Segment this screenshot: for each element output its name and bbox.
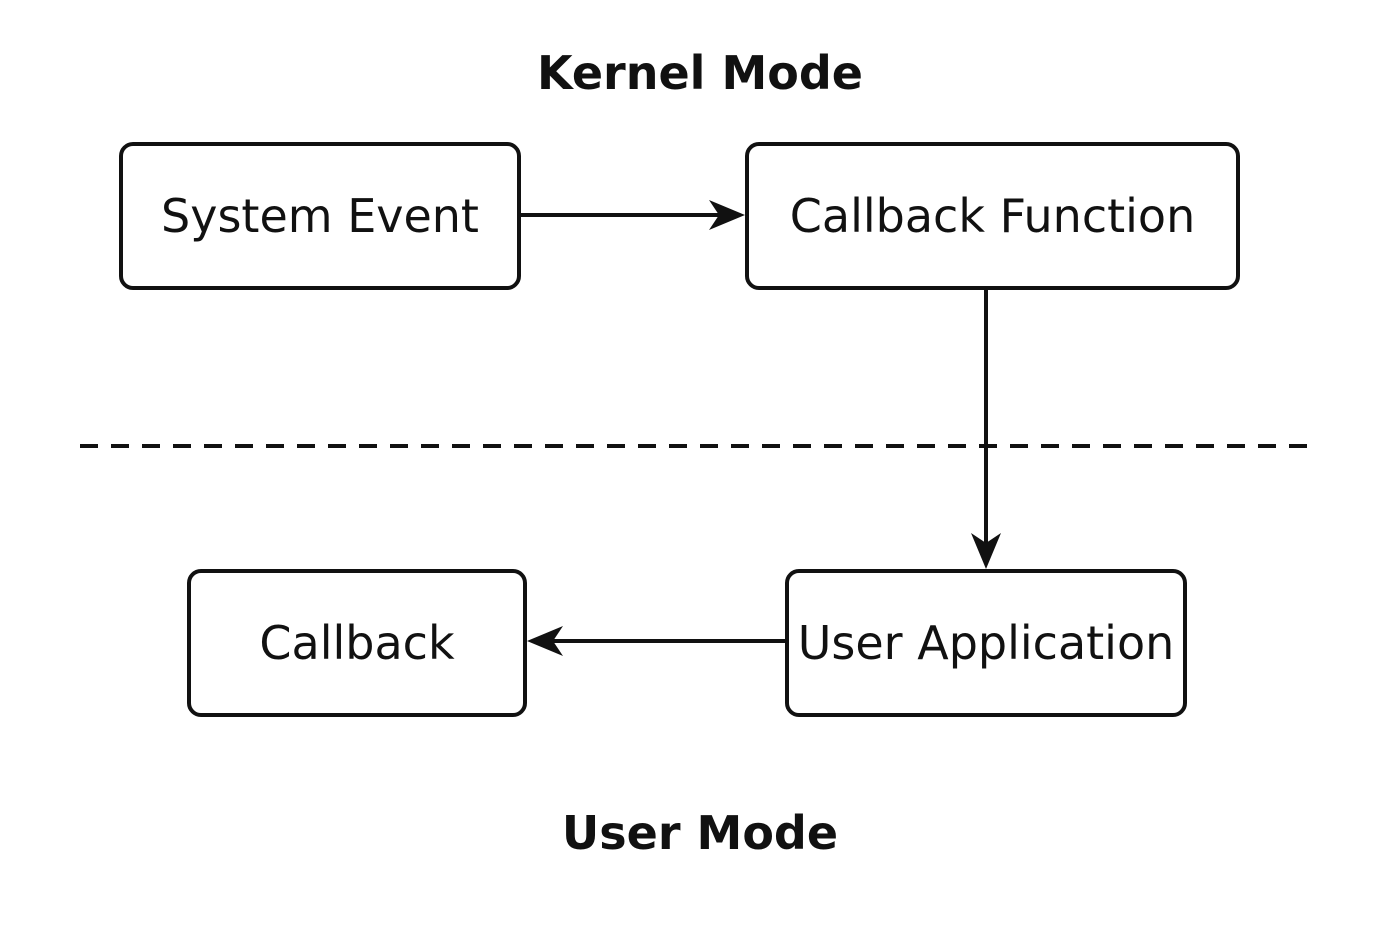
system-event-node: System Event bbox=[119, 142, 521, 290]
arrowhead-callback-function bbox=[709, 200, 745, 230]
arrowhead-user-application bbox=[971, 533, 1001, 569]
callback-label: Callback bbox=[259, 616, 455, 670]
user-mode-title: User Mode bbox=[561, 806, 839, 860]
callback-function-label: Callback Function bbox=[789, 189, 1196, 243]
callback-function-node: Callback Function bbox=[745, 142, 1240, 290]
user-application-node: User Application bbox=[785, 569, 1187, 717]
arrowhead-callback bbox=[527, 626, 563, 656]
system-event-label: System Event bbox=[161, 189, 479, 243]
callback-node: Callback bbox=[187, 569, 527, 717]
user-application-label: User Application bbox=[797, 616, 1175, 670]
kernel-mode-title: Kernel Mode bbox=[537, 46, 863, 100]
